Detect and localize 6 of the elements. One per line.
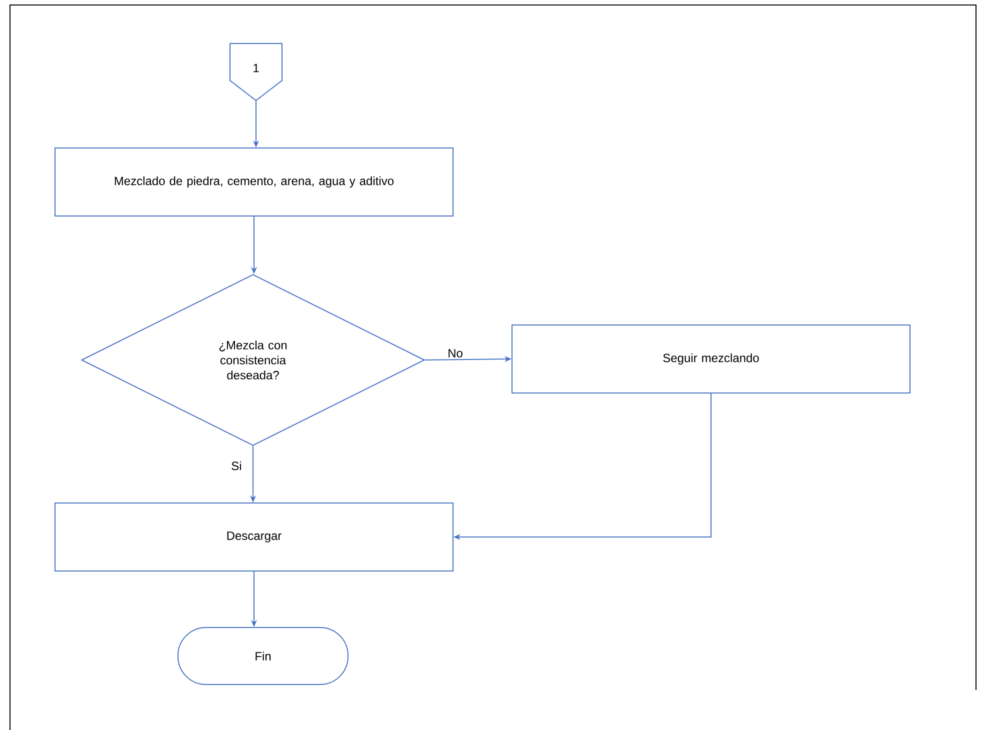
off-page-connector: 1 xyxy=(230,43,282,102)
process-box: Mezclado de piedra, cemento, arena, agua y aditivo xyxy=(54,148,454,216)
edge-label: Si xyxy=(230,460,243,472)
process-box: Seguir mezclando xyxy=(512,324,910,394)
edge-label: No xyxy=(446,348,464,358)
process-box: Descargar xyxy=(54,502,454,572)
